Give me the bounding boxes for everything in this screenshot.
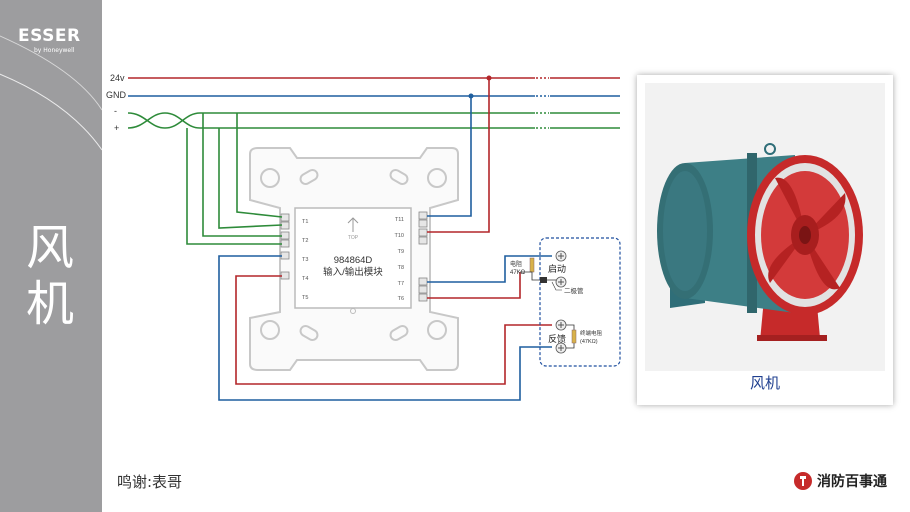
wiring-diagram: 24v GND - + TOP 984: [106, 73, 621, 401]
rail-neg: [127, 112, 535, 129]
terminal-t10: T10: [395, 233, 404, 239]
io-module: TOP 984864D 输入/输出模块 T1 T2 T3 T4 T5 T11 T…: [294, 207, 412, 314]
module-name: 输入/输出模块: [323, 266, 383, 278]
brand-logo: ESSER: [18, 26, 81, 46]
terminal-t2: T2: [302, 238, 308, 244]
start-label: 启动: [548, 263, 566, 274]
eol-label-1: 终端电阻: [580, 329, 603, 337]
terminal-t1: T1: [302, 219, 308, 225]
rail-pos: [127, 112, 535, 129]
footer-logo: 消防百事通: [793, 470, 887, 492]
rail-label-pos: +: [114, 123, 119, 133]
page-title: 风机: [25, 220, 74, 332]
fire-logo-icon: [794, 472, 812, 490]
module-model: 984864D: [334, 255, 373, 266]
credit-text: 鸣谢:表哥: [117, 473, 183, 491]
decorative-arcs: [0, 35, 102, 151]
terminal-t11: T11: [395, 217, 404, 223]
axial-fan-illustration: [657, 143, 863, 341]
terminal-screws: [280, 211, 428, 302]
terminal-t9: T9: [398, 249, 404, 255]
terminal-t8: T8: [398, 265, 404, 271]
logo-text: 消防百事通: [817, 474, 887, 490]
terminal-t6: T6: [398, 296, 404, 302]
module-top-mark: TOP: [348, 235, 359, 241]
rail-label-24v: 24v: [110, 73, 125, 83]
rail-label-gnd: GND: [106, 90, 127, 100]
module-wires: [186, 78, 552, 401]
resistor-label-2: 47KΩ: [510, 270, 526, 276]
terminal-t3: T3: [302, 257, 308, 263]
resistor-label-1: 电阻: [510, 260, 522, 268]
brand-subtitle: by Honeywell: [34, 47, 75, 54]
diode-label: 二极管: [564, 286, 584, 295]
power-rails: [127, 77, 620, 129]
terminal-t7: T7: [398, 281, 404, 287]
rail-label-neg: -: [114, 106, 117, 116]
fan-photo-card: 风机: [637, 75, 893, 405]
terminal-t4: T4: [302, 276, 308, 282]
terminal-t5: T5: [302, 295, 308, 301]
eol-label-2: (47KΩ): [580, 339, 598, 345]
fan-caption: 风机: [749, 374, 780, 392]
sidebar: ESSER by Honeywell 风机: [0, 0, 102, 512]
fan-control-box: 启动 电阻 47KΩ 二极管 反馈 终端电阻 (47KΩ): [510, 237, 621, 367]
feedback-label: 反馈: [548, 333, 566, 344]
fan-photo: [645, 83, 885, 371]
